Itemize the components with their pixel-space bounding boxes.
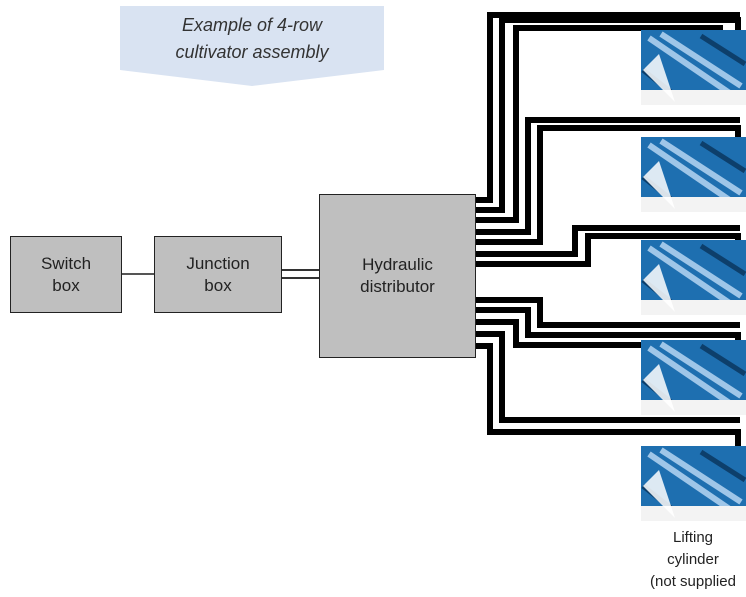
junction-box-label-1: Junction [186,253,250,273]
cylinder-caption-1: Lifting [672,529,714,546]
lifting-cylinder-image-4 [641,340,746,415]
hose-3a [476,225,740,257]
hydraulic-distributor: Hydraulic distributor [319,194,476,358]
hose-5b [476,343,741,452]
distributor-label-1: Hydraulic [362,255,433,274]
hose-2b [476,125,741,245]
junction-box-label-2: box [204,275,232,295]
example-callout [120,6,384,70]
hose-1b [476,17,741,213]
cylinder-caption: Lifting cylinder (not supplied [640,527,746,593]
switch-box: Switch box [10,236,122,313]
lifting-cylinder-image-3 [641,240,746,315]
lifting-cylinder-image-1 [641,30,746,105]
hose-4a [476,297,740,328]
callout-text: Example of 4-row cultivator assembly [120,12,384,66]
distributor-label-2: distributor [360,277,435,296]
lifting-cylinder-image-5 [641,446,746,521]
hose-1a [476,12,740,203]
cylinder-caption-3: (not supplied [650,573,736,590]
hose-5a [476,331,740,423]
lifting-cylinder-image-2 [641,137,746,212]
switch-box-label-2: box [52,275,80,295]
callout-pointer [120,70,384,86]
junction-box: Junction box [154,236,282,313]
hose-2a [476,117,740,235]
cylinder-caption-2: cylinder [667,551,719,568]
callout-line-2: cultivator assembly [175,42,329,62]
switch-box-label-1: Switch [40,253,92,273]
callout-line-1: Example of 4-row [181,15,323,35]
